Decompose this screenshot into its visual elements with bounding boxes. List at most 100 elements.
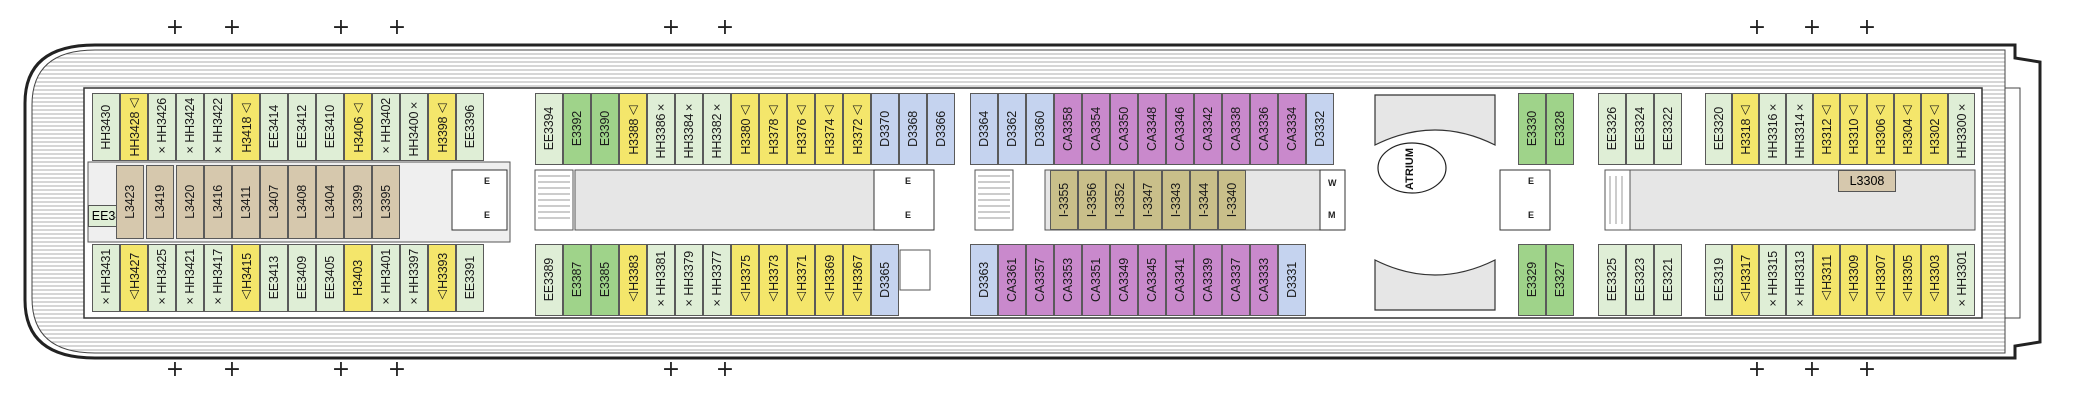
cabin-ca3350[interactable]: CA3350: [1110, 93, 1138, 165]
cabin-h3310[interactable]: H3310△: [1840, 93, 1867, 165]
cabin-e3385[interactable]: E3385: [591, 244, 619, 316]
cabin-ca3333[interactable]: CA3333: [1250, 244, 1278, 316]
cabin-ca3354[interactable]: CA3354: [1082, 93, 1110, 165]
cabin-d3364[interactable]: D3364: [970, 93, 998, 165]
cabin-ca3346[interactable]: CA3346: [1166, 93, 1194, 165]
cabin-h3403[interactable]: H3403: [344, 244, 372, 312]
cabin-hh3431[interactable]: ×HH3431: [92, 244, 120, 312]
cabin-e3327[interactable]: E3327: [1546, 244, 1574, 316]
cabin-h3306[interactable]: H3306△: [1867, 93, 1894, 165]
cabin-h3406[interactable]: H3406△: [344, 93, 372, 161]
cabin-hh3314[interactable]: HH3314×: [1786, 93, 1813, 165]
cabin-h3383[interactable]: △H3383: [619, 244, 647, 316]
cabin-ca3341[interactable]: CA3341: [1166, 244, 1194, 316]
cabin-d3366[interactable]: D3366: [927, 93, 955, 165]
cabin-h3378[interactable]: H3378△: [759, 93, 787, 165]
cabin-e3328[interactable]: E3328: [1546, 93, 1574, 165]
cabin-l3408[interactable]: L3408: [288, 165, 316, 239]
cabin-h3372[interactable]: H3372△: [843, 93, 871, 165]
cabin-hh3400[interactable]: HH3400×: [400, 93, 428, 161]
cabin-h3303[interactable]: △H3303: [1921, 244, 1948, 316]
cabin-ca3342[interactable]: CA3342: [1194, 93, 1222, 165]
cabin-h3307[interactable]: △H3307: [1867, 244, 1894, 316]
cabin-e3330[interactable]: E3330: [1518, 93, 1546, 165]
cabin-ee3326[interactable]: EE3326: [1598, 93, 1626, 165]
cabin-hh3381[interactable]: ×HH3381: [647, 244, 675, 316]
cabin-d3365[interactable]: D3365: [871, 244, 899, 316]
cabin-ee3394[interactable]: EE3394: [535, 93, 563, 165]
cabin-hh3421[interactable]: ×HH3421: [176, 244, 204, 312]
cabin-i3355[interactable]: I-3355: [1050, 170, 1078, 230]
cabin-hh3386[interactable]: HH3386×: [647, 93, 675, 165]
cabin-e3329[interactable]: E3329: [1518, 244, 1546, 316]
cabin-hh3422[interactable]: ×HH3422: [204, 93, 232, 161]
cabin-h3427[interactable]: △H3427: [120, 244, 148, 312]
cabin-i3347[interactable]: I-3347: [1134, 170, 1162, 230]
cabin-ca3357[interactable]: CA3357: [1026, 244, 1054, 316]
cabin-i3356[interactable]: I-3356: [1078, 170, 1106, 230]
cabin-l3416[interactable]: L3416: [204, 165, 232, 239]
cabin-hh3377[interactable]: ×HH3377: [703, 244, 731, 316]
cabin-h3388[interactable]: H3388△: [619, 93, 647, 165]
cabin-d3360[interactable]: D3360: [1026, 93, 1054, 165]
cabin-d3363[interactable]: D3363: [970, 244, 998, 316]
cabin-d3331[interactable]: D3331: [1278, 244, 1306, 316]
cabin-hh3379[interactable]: ×HH3379: [675, 244, 703, 316]
cabin-ca3351[interactable]: CA3351: [1082, 244, 1110, 316]
cabin-ee3410[interactable]: EE3410: [316, 93, 344, 161]
cabin-ee3413[interactable]: EE3413: [260, 244, 288, 312]
cabin-d3370[interactable]: D3370: [871, 93, 899, 165]
cabin-e3387[interactable]: E3387: [563, 244, 591, 316]
cabin-ee3396[interactable]: EE3396: [456, 93, 484, 161]
cabin-ca3338[interactable]: CA3338: [1222, 93, 1250, 165]
cabin-h3374[interactable]: H3374△: [815, 93, 843, 165]
cabin-ca3361[interactable]: CA3361: [998, 244, 1026, 316]
cabin-ee3414[interactable]: EE3414: [260, 93, 288, 161]
cabin-l3308[interactable]: L3308: [1838, 170, 1896, 192]
cabin-ca3349[interactable]: CA3349: [1110, 244, 1138, 316]
cabin-h3304[interactable]: H3304△: [1894, 93, 1921, 165]
cabin-ca3339[interactable]: CA3339: [1194, 244, 1222, 316]
cabin-h3398[interactable]: H3398△: [428, 93, 456, 161]
cabin-d3332[interactable]: D3332: [1306, 93, 1334, 165]
cabin-l3395[interactable]: L3395: [372, 165, 400, 239]
cabin-hh3315[interactable]: ×HH3315: [1759, 244, 1786, 316]
cabin-h3393[interactable]: △H3393: [428, 244, 456, 312]
cabin-l3411[interactable]: L3411: [232, 165, 260, 239]
cabin-hh3313[interactable]: ×HH3313: [1786, 244, 1813, 316]
cabin-ee3319[interactable]: EE3319: [1705, 244, 1732, 316]
cabin-ca3353[interactable]: CA3353: [1054, 244, 1082, 316]
cabin-h3375[interactable]: △H3375: [731, 244, 759, 316]
cabin-ca3358[interactable]: CA3358: [1054, 93, 1082, 165]
cabin-l3420[interactable]: L3420: [176, 165, 204, 239]
cabin-hh3426[interactable]: ×HH3426: [148, 93, 176, 161]
cabin-hh3382[interactable]: HH3382×: [703, 93, 731, 165]
cabin-ee3389[interactable]: EE3389: [535, 244, 563, 316]
cabin-l3419[interactable]: L3419: [146, 165, 174, 239]
cabin-d3362[interactable]: D3362: [998, 93, 1026, 165]
cabin-ca3345[interactable]: CA3345: [1138, 244, 1166, 316]
cabin-h3302[interactable]: H3302△: [1921, 93, 1948, 165]
cabin-hh3300[interactable]: HH3300×: [1948, 93, 1975, 165]
cabin-hh3424[interactable]: ×HH3424: [176, 93, 204, 161]
cabin-ee3405[interactable]: EE3405: [316, 244, 344, 312]
cabin-hh3417[interactable]: ×HH3417: [204, 244, 232, 312]
cabin-hh3316[interactable]: HH3316×: [1759, 93, 1786, 165]
cabin-ee3322[interactable]: EE3322: [1654, 93, 1682, 165]
cabin-i3343[interactable]: I-3343: [1162, 170, 1190, 230]
cabin-ee3325[interactable]: EE3325: [1598, 244, 1626, 316]
cabin-ca3348[interactable]: CA3348: [1138, 93, 1166, 165]
cabin-ee3321[interactable]: EE3321: [1654, 244, 1682, 316]
cabin-h3418[interactable]: H3418△: [232, 93, 260, 161]
cabin-h3415[interactable]: △H3415: [232, 244, 260, 312]
cabin-ee3320[interactable]: EE3320: [1705, 93, 1732, 165]
cabin-l3407[interactable]: L3407: [260, 165, 288, 239]
cabin-h3317[interactable]: △H3317: [1732, 244, 1759, 316]
cabin-i3344[interactable]: I-3344: [1190, 170, 1218, 230]
cabin-d3368[interactable]: D3368: [899, 93, 927, 165]
cabin-h3371[interactable]: △H3371: [787, 244, 815, 316]
cabin-hh3301[interactable]: ×HH3301: [1948, 244, 1975, 316]
cabin-l3404[interactable]: L3404: [316, 165, 344, 239]
cabin-h3311[interactable]: △H3311: [1813, 244, 1840, 316]
cabin-ca3334[interactable]: CA3334: [1278, 93, 1306, 165]
